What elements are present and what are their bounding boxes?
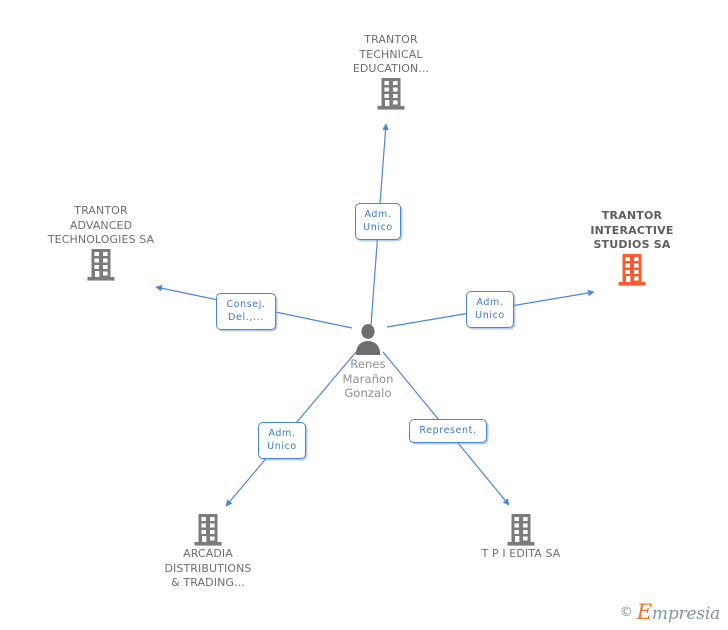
copyright-icon: © <box>619 604 633 620</box>
empresia-logo-initial: E <box>636 600 652 624</box>
edge-label-interactive-studios[interactable]: Adm. Unico <box>466 291 514 328</box>
node-tpi-edita[interactable]: T P I EDITA SA <box>446 510 596 562</box>
building-icon <box>507 514 535 546</box>
node-trantor-technical-education[interactable]: TRANTOR TECHNICAL EDUCATION... <box>316 33 466 114</box>
building-icon <box>377 77 405 110</box>
building-icon <box>87 248 115 281</box>
empresia-logo-rest: mpresia <box>651 604 720 624</box>
person-name: Renes Marañon Gonzalo <box>342 357 394 400</box>
node-label: TRANTOR INTERACTIVE STUDIOS SA <box>590 209 674 251</box>
edge-label-advanced-technologies[interactable]: Consej. Del.,... <box>216 293 276 330</box>
edge-label-arcadia[interactable]: Adm. Unico <box>258 422 306 459</box>
node-label: TRANTOR ADVANCED TECHNOLOGIES SA <box>47 204 155 246</box>
node-person-renes-maranon-gonzalo[interactable]: Renes Marañon Gonzalo <box>293 320 443 401</box>
empresia-logo: Empresia <box>637 600 720 624</box>
building-icon <box>194 514 222 546</box>
node-trantor-advanced-technologies[interactable]: TRANTOR ADVANCED TECHNOLOGIES SA <box>26 204 176 285</box>
node-label: T P I EDITA SA <box>481 547 561 560</box>
node-label: ARCADIA DISTRIBUTIONS & TRADING... <box>164 547 252 589</box>
node-label: TRANTOR TECHNICAL EDUCATION... <box>352 33 430 75</box>
person-icon <box>355 324 381 355</box>
empresia-watermark: © Empresia <box>620 600 720 624</box>
building-icon <box>618 253 646 286</box>
node-arcadia-distributions-trading[interactable]: ARCADIA DISTRIBUTIONS & TRADING... <box>133 510 283 591</box>
node-trantor-interactive-studios[interactable]: TRANTOR INTERACTIVE STUDIOS SA <box>557 209 707 290</box>
edge-label-technical-education[interactable]: Adm. Unico <box>355 203 401 240</box>
edge-label-tpi-edita[interactable]: Represent. <box>409 419 487 443</box>
